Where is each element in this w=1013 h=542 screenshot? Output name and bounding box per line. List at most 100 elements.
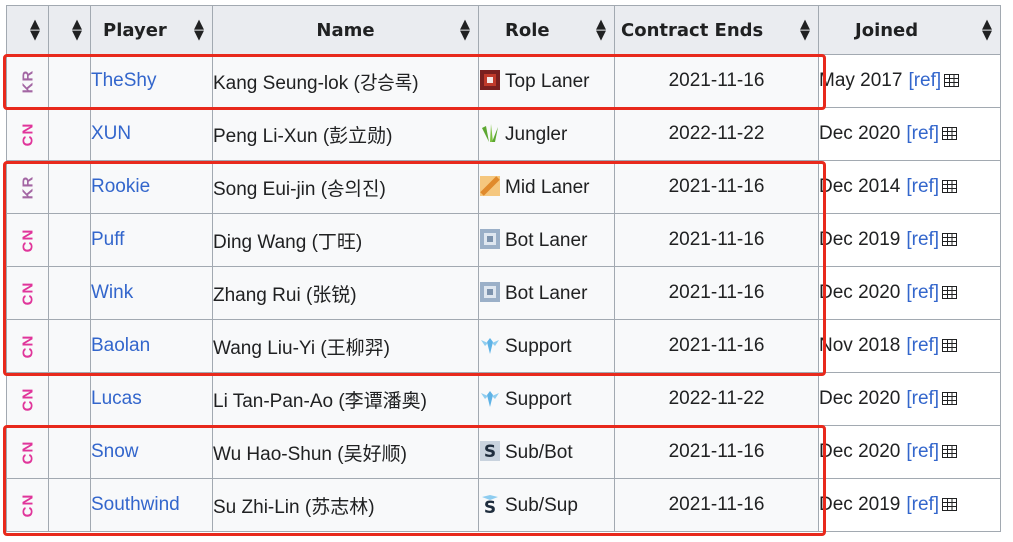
player-link[interactable]: Baolan (91, 335, 151, 356)
joined-date: Dec 2020 (819, 123, 901, 144)
table-icon[interactable] (942, 336, 958, 352)
contract-cell: 2021-11-16 (614, 54, 819, 108)
name-cell: Li Tan-Pan-Ao (李谭潘奥) (212, 372, 479, 426)
role-cell: Support (478, 319, 615, 373)
nationality-code: CN (18, 122, 36, 147)
roster-table: ▲▼ ▲▼ Player▲▼ Name▲▼ Role▲▼ Contract En… (6, 5, 1001, 532)
nationality-code: KR (18, 69, 36, 94)
role-label: Bot Laner (505, 283, 588, 304)
table-icon[interactable] (944, 71, 960, 87)
player-link[interactable]: Southwind (91, 494, 180, 515)
contract-cell: 2021-11-16 (614, 478, 819, 532)
number-cell (48, 425, 91, 479)
sort-icon[interactable]: ▲▼ (596, 17, 606, 43)
joined-cell: Dec 2020[ref] (818, 107, 1001, 161)
sub-sup-icon: S (479, 493, 501, 518)
player-link[interactable]: Puff (91, 229, 125, 250)
nationality-code: CN (18, 228, 36, 253)
player-link[interactable]: Wink (91, 282, 134, 303)
header-joined[interactable]: Joined▲▼ (818, 5, 1001, 55)
header-role[interactable]: Role▲▼ (478, 5, 615, 55)
header-nationality[interactable]: ▲▼ (6, 5, 49, 55)
ref-link[interactable]: [ref] (906, 282, 940, 303)
player-link[interactable]: TheShy (91, 70, 157, 91)
name-cell: Ding Wang (丁旺) (212, 213, 479, 267)
role-label: Support (505, 389, 572, 410)
table-icon[interactable] (942, 389, 958, 405)
nationality-code: CN (18, 334, 36, 359)
sort-icon[interactable]: ▲▼ (800, 17, 810, 43)
joined-cell: Dec 2014[ref] (818, 160, 1001, 214)
ref-link[interactable]: [ref] (906, 441, 940, 462)
table-icon[interactable] (942, 177, 958, 193)
header-player[interactable]: Player▲▼ (90, 5, 213, 55)
ref-link[interactable]: [ref] (906, 123, 940, 144)
joined-cell: Dec 2020[ref] (818, 372, 1001, 426)
ref-link[interactable]: [ref] (908, 70, 942, 91)
player-cell: TheShy (90, 54, 213, 108)
joined-date: Dec 2019 (819, 494, 901, 515)
joined-date: Dec 2019 (819, 229, 901, 250)
name-cell: Kang Seung-lok (강승록) (212, 54, 479, 108)
bot-laner-icon (479, 228, 501, 250)
nationality-cell: CN (6, 319, 49, 373)
ref-link[interactable]: [ref] (906, 494, 940, 515)
role-label: Top Laner (505, 71, 590, 92)
role-cell: Support (478, 372, 615, 426)
table-row: KR TheShy Kang Seung-lok (강승록) Top Laner 202… (6, 54, 1001, 108)
header-name[interactable]: Name▲▼ (212, 5, 479, 55)
player-link[interactable]: Snow (91, 441, 139, 462)
nationality-code: CN (18, 281, 36, 306)
table-icon[interactable] (942, 124, 958, 140)
nationality-cell: KR (6, 54, 49, 108)
ref-link[interactable]: [ref] (906, 388, 940, 409)
joined-cell: Dec 2020[ref] (818, 266, 1001, 320)
contract-cell: 2021-11-16 (614, 425, 819, 479)
role-cell: Bot Laner (478, 266, 615, 320)
player-link[interactable]: Lucas (91, 388, 142, 409)
ref-link[interactable]: [ref] (906, 335, 940, 356)
player-link[interactable]: XUN (91, 123, 132, 144)
support-icon (479, 334, 501, 356)
header-contract-label: Contract Ends (621, 19, 764, 41)
sort-icon[interactable]: ▲▼ (72, 17, 82, 43)
role-label: Mid Laner (505, 177, 590, 198)
player-cell: Baolan (90, 319, 213, 373)
role-label: Sub/Sup (505, 495, 578, 516)
table-icon[interactable] (942, 442, 958, 458)
joined-cell: Dec 2019[ref] (818, 478, 1001, 532)
support-icon (479, 387, 501, 409)
number-cell (48, 54, 91, 108)
ref-link[interactable]: [ref] (906, 176, 940, 197)
sort-icon[interactable]: ▲▼ (194, 17, 204, 43)
contract-cell: 2022-11-22 (614, 372, 819, 426)
player-link[interactable]: Rookie (91, 176, 151, 197)
contract-cell: 2021-11-16 (614, 160, 819, 214)
header-contract[interactable]: Contract Ends ▲▼ (614, 5, 819, 55)
jungler-icon (479, 122, 501, 144)
joined-cell: Dec 2020[ref] (818, 425, 1001, 479)
number-cell (48, 478, 91, 532)
joined-cell: Nov 2018[ref] (818, 319, 1001, 373)
table-icon[interactable] (942, 495, 958, 511)
player-cell: XUN (90, 107, 213, 161)
table-icon[interactable] (942, 230, 958, 246)
joined-cell: Dec 2019[ref] (818, 213, 1001, 267)
sort-icon[interactable]: ▲▼ (982, 17, 992, 43)
nationality-cell: CN (6, 478, 49, 532)
sort-icon[interactable]: ▲▼ (30, 17, 40, 43)
table-icon[interactable] (942, 283, 958, 299)
role-cell: Bot Laner (478, 213, 615, 267)
sort-icon[interactable]: ▲▼ (460, 17, 470, 43)
role-label: Sub/Bot (505, 442, 573, 463)
name-cell: Peng Li-Xun (彭立勋) (212, 107, 479, 161)
header-number[interactable]: ▲▼ (48, 5, 91, 55)
ref-link[interactable]: [ref] (906, 229, 940, 250)
joined-cell: May 2017[ref] (818, 54, 1001, 108)
